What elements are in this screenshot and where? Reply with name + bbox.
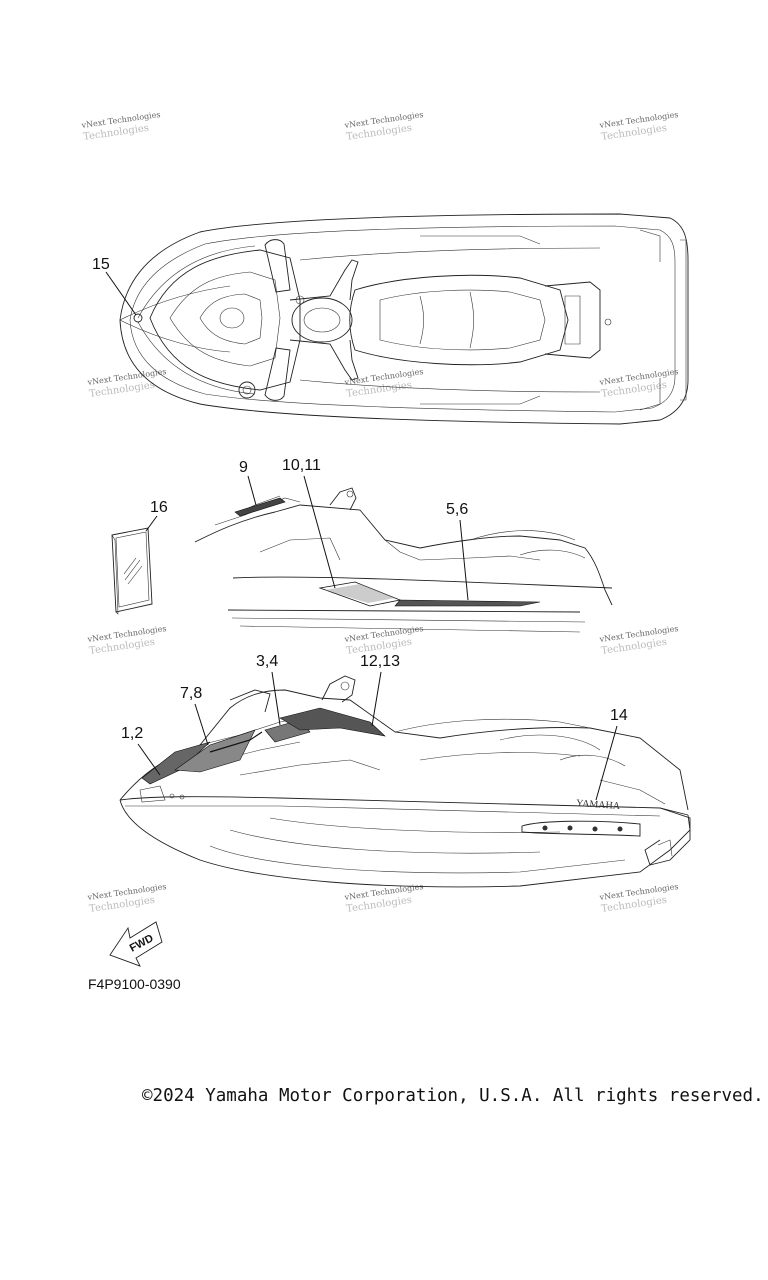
svg-text:9: 9 bbox=[239, 459, 248, 476]
svg-text:7,8: 7,8 bbox=[180, 685, 202, 702]
svg-text:YAMAHA: YAMAHA bbox=[576, 798, 621, 812]
callout-1-2: 1,2 bbox=[121, 725, 161, 776]
svg-text:FWD: FWD bbox=[128, 932, 156, 954]
callout-9: 9 bbox=[239, 459, 257, 506]
watermark-7: vNext Technologies Technologies bbox=[86, 624, 167, 657]
svg-text:12,13: 12,13 bbox=[360, 653, 400, 670]
watermark-12: vNext Technologies Technologies bbox=[598, 882, 679, 915]
item-16-sticker bbox=[111, 527, 153, 615]
watermark-9: vNext Technologies Technologies bbox=[598, 624, 679, 657]
svg-text:15: 15 bbox=[92, 256, 110, 273]
svg-text:1,2: 1,2 bbox=[121, 725, 143, 742]
callout-15: 15 bbox=[92, 256, 137, 316]
watercraft-side-view-partial bbox=[194, 487, 613, 633]
svg-text:5,6: 5,6 bbox=[446, 501, 468, 518]
callout-12-13: 12,13 bbox=[360, 653, 400, 727]
watermark-4: vNext Technologies Technologies bbox=[86, 367, 167, 400]
callout-14: 14 bbox=[595, 707, 628, 801]
watercraft-side-view-full: YAMAHA bbox=[119, 675, 691, 888]
figure-code: F4P9100-0390 bbox=[88, 976, 181, 992]
watercraft-top-view bbox=[119, 213, 689, 425]
svg-text:14: 14 bbox=[610, 707, 628, 724]
watermark-1: vNext Technologies Technologies bbox=[80, 110, 161, 143]
watermark-2: vNext Technologies Technologies bbox=[343, 110, 424, 143]
callout-7-8: 7,8 bbox=[180, 685, 209, 746]
svg-text:3,4: 3,4 bbox=[256, 653, 278, 670]
fwd-arrow-icon: FWD bbox=[109, 921, 163, 967]
svg-text:10,11: 10,11 bbox=[282, 457, 321, 474]
watermark-5: vNext Technologies Technologies bbox=[343, 367, 424, 400]
copyright-notice: ©2024 Yamaha Motor Corporation, U.S.A. A… bbox=[142, 1086, 764, 1106]
callout-5-6: 5,6 bbox=[446, 501, 469, 601]
watermark-10: vNext Technologies Technologies bbox=[86, 882, 167, 915]
watermark-6: vNext Technologies Technologies bbox=[598, 367, 679, 400]
svg-text:16: 16 bbox=[150, 499, 168, 516]
callout-10-11: 10,11 bbox=[282, 457, 336, 589]
callout-3-4: 3,4 bbox=[256, 653, 281, 726]
watermark-11: vNext Technologies Technologies bbox=[343, 882, 424, 915]
watermark-3: vNext Technologies Technologies bbox=[598, 110, 679, 143]
callout-16: 16 bbox=[145, 499, 168, 532]
